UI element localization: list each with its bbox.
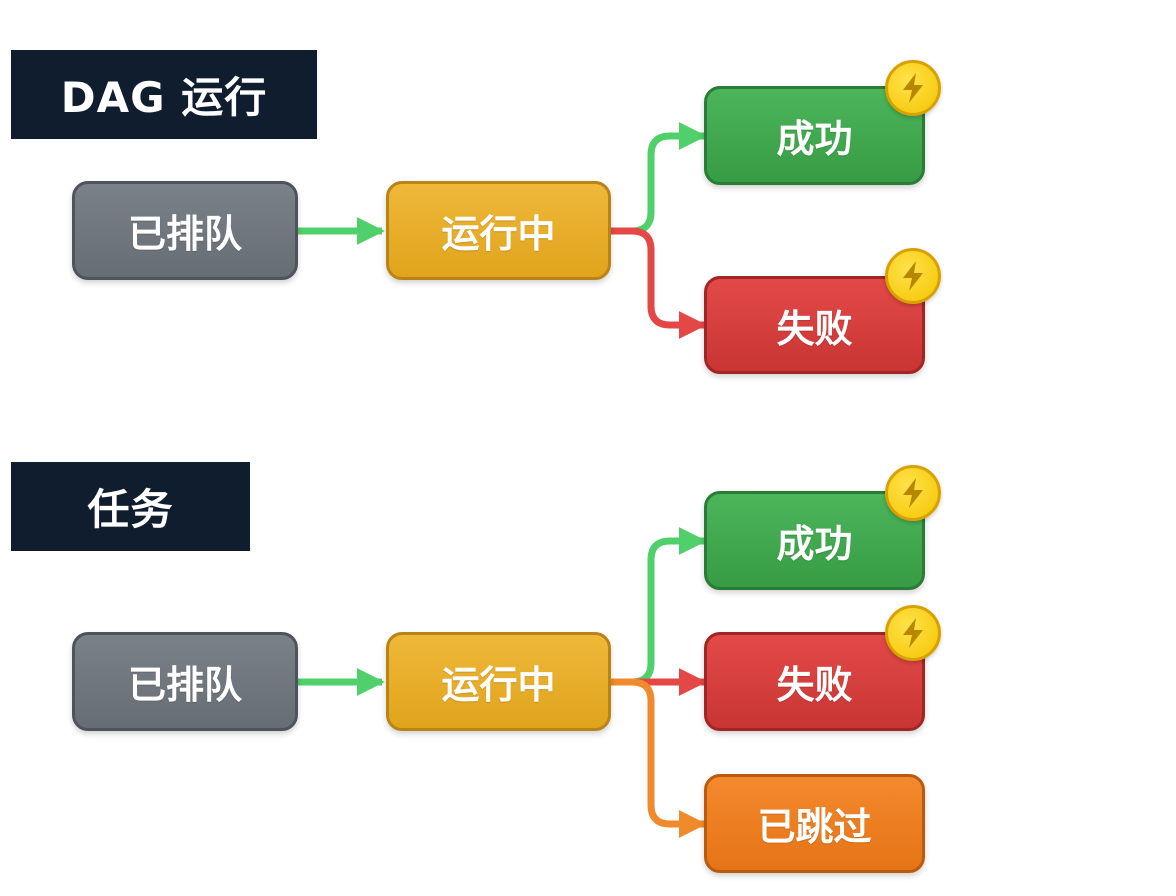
edge-dag-running-to-failed — [611, 227, 707, 339]
dag-node-running: 运行中 — [386, 181, 611, 280]
task-node-running: 运行中 — [386, 632, 611, 731]
section-title-dag-run: DAG 运行 — [11, 50, 317, 139]
edge-task-running-to-skipped — [611, 678, 707, 838]
dag-failed-lightning-badge — [885, 248, 941, 304]
task-node-skipped: 已跳过 — [704, 774, 925, 873]
task-node-failed: 失败 — [704, 632, 925, 731]
task-failed-lightning-badge — [885, 605, 941, 661]
section-title-task: 任务 — [11, 462, 250, 551]
edge-task-running-to-success — [611, 527, 707, 686]
task-success-lightning-badge — [885, 465, 941, 521]
dag-node-success: 成功 — [704, 86, 925, 185]
dag-node-queued: 已排队 — [72, 181, 298, 280]
task-node-queued: 已排队 — [72, 632, 298, 731]
lightning-bolt-icon — [903, 261, 923, 291]
lightning-bolt-icon — [903, 618, 923, 648]
dag-success-lightning-badge — [885, 60, 941, 116]
dag-node-failed: 失败 — [704, 276, 925, 374]
edge-dag-running-to-success — [611, 122, 707, 235]
lightning-bolt-icon — [903, 478, 923, 508]
lightning-bolt-icon — [903, 73, 923, 103]
